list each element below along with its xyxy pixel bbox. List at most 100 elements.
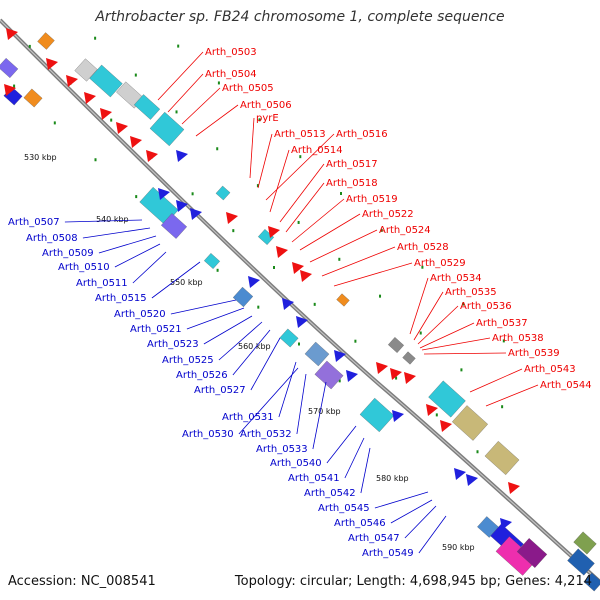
- label-leader-line: [360, 447, 371, 494]
- label-leader-line: [279, 163, 325, 223]
- gene-arrow: [190, 208, 202, 220]
- gene-feature-block: [232, 286, 254, 308]
- gene-feature-block: [37, 32, 55, 50]
- gene-arrow: [296, 316, 308, 328]
- map-title: Arthrobacter sp. FB24 chromosome 1, comp…: [95, 9, 505, 25]
- label-leader-line: [151, 261, 201, 299]
- gene-feature-block: [428, 380, 466, 418]
- gene-label: Arth_0505: [222, 83, 274, 94]
- gene-feature-block: [336, 293, 350, 307]
- gene-feature-block: [516, 538, 548, 568]
- gene-arrow: [66, 75, 78, 87]
- label-leader-line: [232, 329, 271, 376]
- label-leader-line: [195, 104, 239, 137]
- gene-label: Arth_0504: [205, 69, 257, 80]
- label-leader-line: [413, 291, 444, 341]
- gene-label: Arth_0535: [445, 287, 497, 298]
- gene-label: Arth_0518: [326, 178, 378, 189]
- tick-mark: [217, 81, 220, 85]
- gene-label: Arth_0544: [540, 380, 592, 391]
- label-leader-line: [132, 251, 167, 284]
- tick-mark: [216, 268, 219, 272]
- label-leader-line: [167, 73, 204, 113]
- gene-arrow: [276, 246, 288, 258]
- label-leader-line: [82, 227, 151, 239]
- gene-label: Arth_0523: [147, 339, 199, 350]
- tick-mark: [94, 36, 97, 40]
- tick-mark: [299, 155, 302, 159]
- label-leader-line: [250, 337, 281, 391]
- gene-label: Arth_0506: [240, 100, 292, 111]
- gene-feature-block: [89, 64, 123, 98]
- kbp-tick-label: 590 kbp: [442, 543, 475, 552]
- label-leader-line: [157, 51, 204, 101]
- gene-feature-block: [23, 88, 43, 108]
- gene-feature-block: [452, 405, 488, 441]
- label-leader-line: [344, 437, 365, 479]
- tick-mark: [28, 44, 31, 48]
- gene-label: Arth_0511: [76, 278, 128, 289]
- tick-mark: [501, 405, 504, 409]
- tick-mark: [421, 265, 424, 269]
- label-leader-line: [418, 515, 447, 554]
- gene-arrow: [466, 474, 478, 486]
- gene-label: Arth_0524: [379, 225, 431, 236]
- gene-feature-block: [484, 440, 520, 476]
- gene-label: Arth_0521: [130, 324, 182, 335]
- gene-arrow: [376, 362, 388, 374]
- gene-feature-block: [279, 328, 299, 348]
- gene-label: Arth_0508: [26, 233, 78, 244]
- gene-arrow: [508, 482, 520, 494]
- label-leader-line: [265, 133, 335, 201]
- label-leader-line: [296, 373, 307, 435]
- gene-arrow: [46, 58, 58, 70]
- gene-feature-block: [74, 58, 98, 82]
- gene-label: Arth_0525: [162, 355, 214, 366]
- label-leader-lines: [64, 51, 539, 554]
- gene-feature-block: [402, 351, 416, 365]
- gene-arrow: [300, 270, 312, 282]
- gene-label: Arth_0540: [270, 458, 322, 469]
- tick-mark: [110, 118, 113, 122]
- tick-mark: [338, 257, 341, 261]
- gene-label: Arth_0542: [304, 488, 356, 499]
- label-leader-line: [421, 337, 491, 351]
- gene-feature-block: [573, 531, 597, 555]
- gene-label: Arth_0514: [291, 145, 343, 156]
- tick-mark: [298, 342, 300, 346]
- gene-arrow: [392, 410, 404, 422]
- genome-backbone-highlight: [0, 19, 600, 583]
- label-leader-line: [299, 213, 361, 251]
- gene-label: Arth_0534: [430, 273, 482, 284]
- gene-label: Arth_0515: [95, 293, 147, 304]
- kbp-tick-label: 530 kbp: [24, 153, 57, 162]
- tick-mark: [380, 228, 383, 232]
- label-leader-line: [114, 243, 161, 268]
- gene-label: Arth_0529: [414, 258, 466, 269]
- gene-label: Arth_0516: [336, 129, 388, 140]
- tick-mark: [354, 339, 357, 343]
- gene-label: Arth_0546: [334, 518, 386, 529]
- gene-feature-block: [304, 341, 330, 367]
- gene-arrow: [84, 92, 96, 104]
- label-leader-line: [423, 352, 507, 355]
- gene-feature-block: [133, 94, 161, 120]
- label-leader-line: [257, 133, 273, 189]
- gene-arrow: [4, 84, 16, 96]
- tick-mark: [297, 220, 300, 224]
- label-leader-line: [291, 198, 345, 243]
- gene-arrow: [334, 350, 346, 362]
- tick-mark: [273, 266, 275, 269]
- tick-mark: [313, 302, 316, 306]
- gene-arrow: [146, 150, 158, 162]
- label-leader-line: [469, 368, 523, 393]
- label-leader-line: [203, 315, 253, 345]
- label-leader-line: [64, 219, 143, 223]
- gene-label: Arth_0517: [326, 159, 378, 170]
- gene-feature-block: [203, 253, 221, 269]
- gene-label: Arth_0537: [476, 318, 528, 329]
- topology-summary: Topology: circular; Length: 4,698,945 bp…: [234, 574, 592, 589]
- label-leader-line: [409, 277, 429, 335]
- gene-arrow: [176, 200, 188, 212]
